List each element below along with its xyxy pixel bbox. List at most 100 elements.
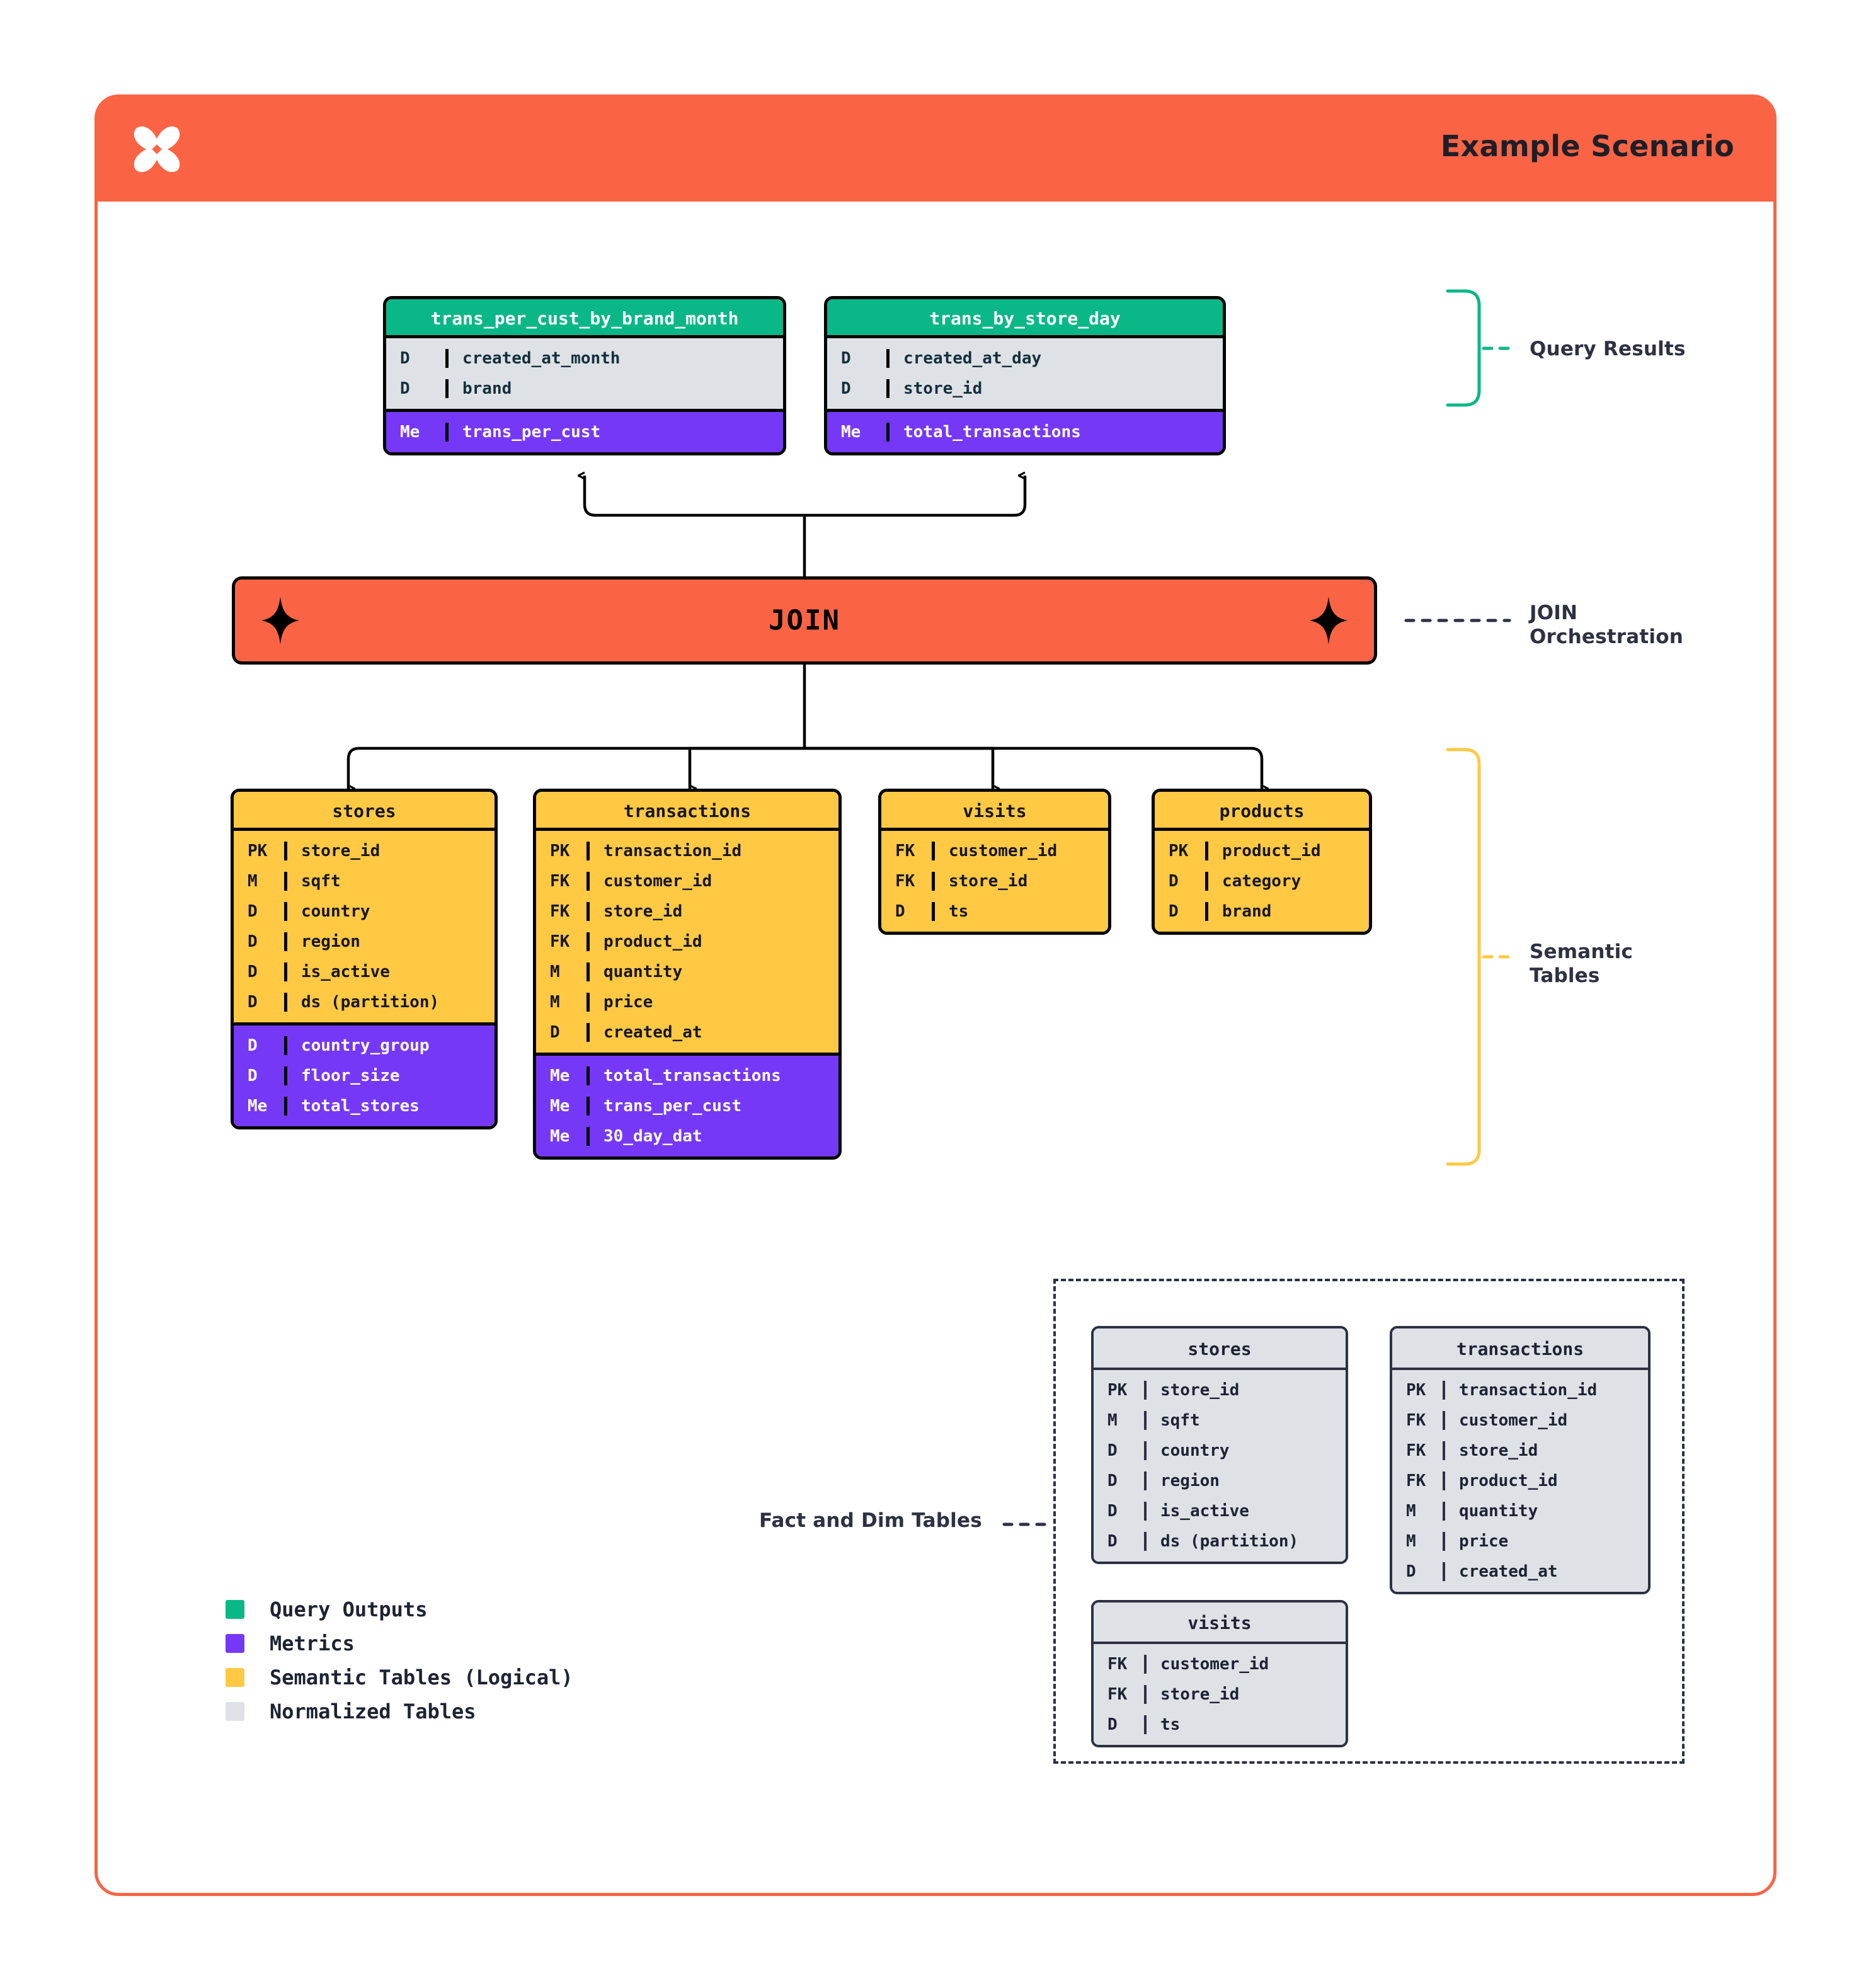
row-column-name: is_active [1144, 1502, 1346, 1521]
row-column-name: ts [1144, 1715, 1346, 1734]
row-column-name: ds (partition) [1144, 1532, 1346, 1551]
table-row[interactable]: Me total_transactions [536, 1061, 838, 1091]
row-column-name: 30_day_dat [586, 1127, 838, 1146]
row-key: Me [400, 423, 420, 442]
row-key: Me [248, 1097, 268, 1116]
row-key: D [248, 1036, 258, 1055]
row-key: FK [550, 932, 570, 951]
row-column-name: is_active [284, 963, 495, 981]
row-column-name: quantity [586, 963, 838, 981]
row-column-name: created_at_day [886, 349, 1223, 368]
card-header: Example Scenario [98, 98, 1773, 202]
row-key: D [400, 379, 410, 398]
row-column-name: transaction_id [586, 842, 838, 860]
table-header: visits [881, 792, 1108, 831]
row-key: Me [550, 1066, 570, 1085]
row-column-name: total_transactions [586, 1066, 838, 1085]
sparkle-icon [261, 597, 299, 644]
table-row[interactable]: FK customer_id [1392, 1405, 1648, 1436]
row-key: FK [1406, 1411, 1426, 1430]
table-row[interactable]: Me 30_day_dat [536, 1121, 838, 1151]
row-key: Me [550, 1127, 570, 1146]
row-column-name: brand [1205, 902, 1369, 921]
annotation-semantic-tables-line1: Semantic [1530, 940, 1634, 963]
legend-item: Semantic Tables (Logical) [226, 1660, 573, 1694]
row-column-name: store_id [1144, 1381, 1346, 1400]
join-orchestration-bar[interactable]: JOIN [232, 576, 1377, 665]
row-column-name: total_stores [284, 1097, 495, 1116]
row-column-name: country_group [284, 1036, 495, 1055]
row-column-name: category [1205, 872, 1369, 891]
row-column-name: customer_id [586, 872, 838, 891]
table-header: stores [1094, 1328, 1346, 1370]
row-key: D [550, 1023, 560, 1042]
annotation-join-orchestration-line1: JOIN [1530, 602, 1578, 624]
row-key: D [248, 932, 258, 951]
table-row[interactable]: Me total_stores [234, 1091, 495, 1121]
row-column-name: customer_id [1443, 1411, 1648, 1430]
row-key: D [1107, 1532, 1118, 1551]
row-column-name: ts [932, 902, 1108, 921]
table-header: visits [1094, 1602, 1346, 1644]
row-key: PK [248, 842, 268, 860]
row-column-name: transaction_id [1443, 1381, 1648, 1400]
